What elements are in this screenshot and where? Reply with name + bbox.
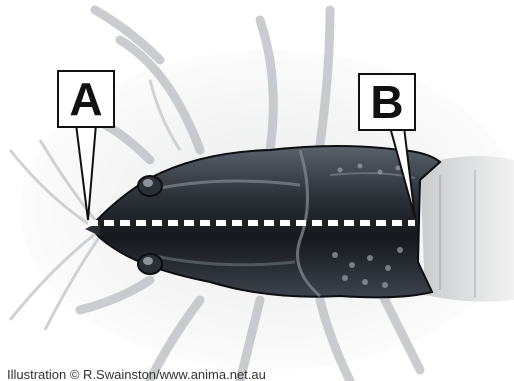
illustration-credit: Illustration © R.Swainston/www.anima.net… (7, 367, 266, 381)
abdomen-segment (420, 156, 514, 302)
point-b-label: B (358, 73, 416, 131)
point-a-label: A (57, 70, 115, 128)
